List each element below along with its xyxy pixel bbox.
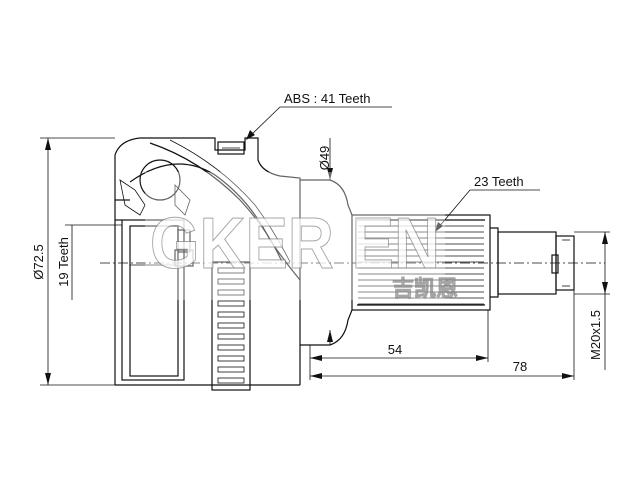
length-54-label: 54 <box>388 342 402 357</box>
dimension-thread: M20x1.5 <box>574 231 610 370</box>
outer-teeth-label: 23 Teeth <box>474 174 524 189</box>
abs-leader: ABS : 41 Teeth <box>246 91 392 140</box>
abs-tooth <box>217 278 245 285</box>
length-78-label: 78 <box>513 359 527 374</box>
abs-tooth <box>217 311 245 318</box>
abs-tone-ring <box>211 261 251 391</box>
dimension-length-78: 78 <box>310 290 575 380</box>
dimension-inner-teeth: 19 Teeth <box>56 224 122 300</box>
threaded-end <box>490 227 575 298</box>
abs-tooth <box>217 267 245 274</box>
abs-tooth <box>217 333 245 340</box>
abs-tooth <box>217 355 245 362</box>
bell-diameter-label: Ø49 <box>317 146 332 171</box>
joint-housing <box>114 137 301 386</box>
abs-tooth <box>217 289 245 296</box>
outer-diameter-label: Ø72.5 <box>31 244 46 279</box>
watermark-sub-text: 吉凯恩 <box>392 276 458 302</box>
thread-label: M20x1.5 <box>588 310 603 360</box>
abs-tooth <box>217 322 245 329</box>
abs-ring-teeth <box>217 267 245 384</box>
abs-tooth <box>217 377 245 384</box>
splined-shaft <box>351 214 491 311</box>
brand-watermark: GKER EN 吉凯恩 <box>145 172 458 302</box>
abs-tooth <box>217 344 245 351</box>
dimension-outer-diameter: Ø72.5 <box>31 137 115 386</box>
dimension-length-54: 54 <box>309 310 489 380</box>
abs-tooth <box>217 366 245 373</box>
abs-tooth <box>217 300 245 307</box>
watermark-brand-text: GKER EN <box>150 204 440 284</box>
outer-teeth-leader: 23 Teeth <box>435 174 540 232</box>
spline-teeth <box>358 225 484 305</box>
inner-teeth-label: 19 Teeth <box>56 237 71 287</box>
abs-teeth-label: ABS : 41 Teeth <box>284 91 371 106</box>
dimension-bell-diameter: Ø49 <box>317 138 333 345</box>
